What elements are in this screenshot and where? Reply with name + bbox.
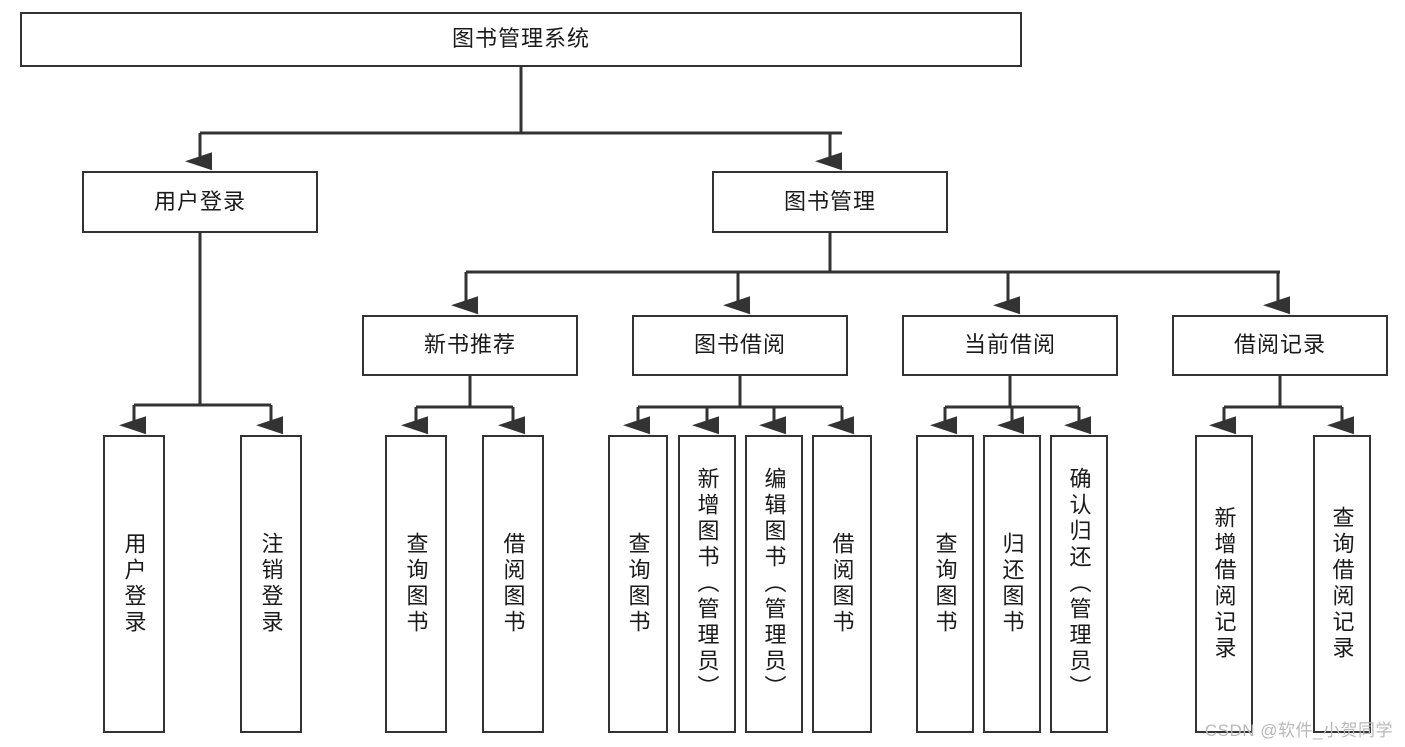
edge-borrowrecord-to-leaves [1209,376,1354,435]
node-leaf-add-record[interactable]: 新增借阅记录 [1195,435,1253,733]
edge-root-to-level2 [185,67,842,171]
node-leaf-user-login-label: 用户登录 [121,532,147,636]
node-book-borrow-label: 图书借阅 [693,332,786,358]
csdn-watermark: CSDN @软件_小贺同学 [1204,721,1393,740]
node-leaf-query-record[interactable]: 查询借阅记录 [1313,435,1371,733]
node-leaf-borrow-book[interactable]: 借阅图书 [812,435,872,733]
node-leaf-add-book[interactable]: 新增图书（管理员） [678,435,736,733]
node-leaf-borrow-book-rec-label: 借阅图书 [500,532,526,636]
node-leaf-edit-book[interactable]: 编辑图书（管理员） [745,435,803,733]
node-user-login-label: 用户登录 [153,188,246,214]
node-leaf-query-book-cur-label: 查询图书 [932,532,958,636]
edge-bookmanage-to-level3 [451,233,1290,315]
edge-currentborrow-to-leaves [930,376,1091,435]
node-current-borrow-label: 当前借阅 [963,332,1056,358]
node-leaf-confirm-return-label: 确认归还（管理员） [1066,467,1092,701]
node-leaf-logout-label: 注销登录 [258,532,284,636]
node-leaf-add-record-label: 新增借阅记录 [1211,506,1237,662]
node-borrow-record-label: 借阅记录 [1233,332,1326,358]
node-new-book-recommend[interactable]: 新书推荐 [362,315,578,376]
node-root-label: 图书管理系统 [451,26,590,52]
node-leaf-query-record-label: 查询借阅记录 [1329,506,1355,662]
node-leaf-query-book-rec[interactable]: 查询图书 [385,435,447,733]
node-leaf-add-book-label: 新增图书（管理员） [694,467,720,701]
node-leaf-query-book[interactable]: 查询图书 [608,435,668,733]
node-book-borrow[interactable]: 图书借阅 [632,315,848,376]
node-borrow-record[interactable]: 借阅记录 [1172,315,1388,376]
edge-bookborrow-to-leaves [623,376,854,435]
node-leaf-confirm-return[interactable]: 确认归还（管理员） [1050,435,1108,733]
node-book-manage[interactable]: 图书管理 [712,171,948,233]
node-leaf-query-book-label: 查询图书 [625,532,651,636]
node-leaf-return-book[interactable]: 归还图书 [983,435,1041,733]
node-leaf-query-book-cur[interactable]: 查询图书 [916,435,974,733]
edge-userlogin-to-leaves [119,233,283,435]
node-current-borrow[interactable]: 当前借阅 [902,315,1118,376]
node-leaf-user-login[interactable]: 用户登录 [103,435,165,733]
node-book-manage-label: 图书管理 [783,188,876,214]
node-leaf-logout[interactable]: 注销登录 [240,435,302,733]
node-leaf-borrow-book-label: 借阅图书 [829,532,855,636]
node-user-login[interactable]: 用户登录 [82,171,318,233]
node-leaf-return-book-label: 归还图书 [999,532,1025,636]
node-root[interactable]: 图书管理系统 [20,12,1022,67]
node-leaf-borrow-book-rec[interactable]: 借阅图书 [482,435,544,733]
node-leaf-edit-book-label: 编辑图书（管理员） [761,467,787,701]
edge-newbook-to-leaves [401,376,525,435]
node-new-book-recommend-label: 新书推荐 [423,332,516,358]
node-leaf-query-book-rec-label: 查询图书 [403,532,429,636]
